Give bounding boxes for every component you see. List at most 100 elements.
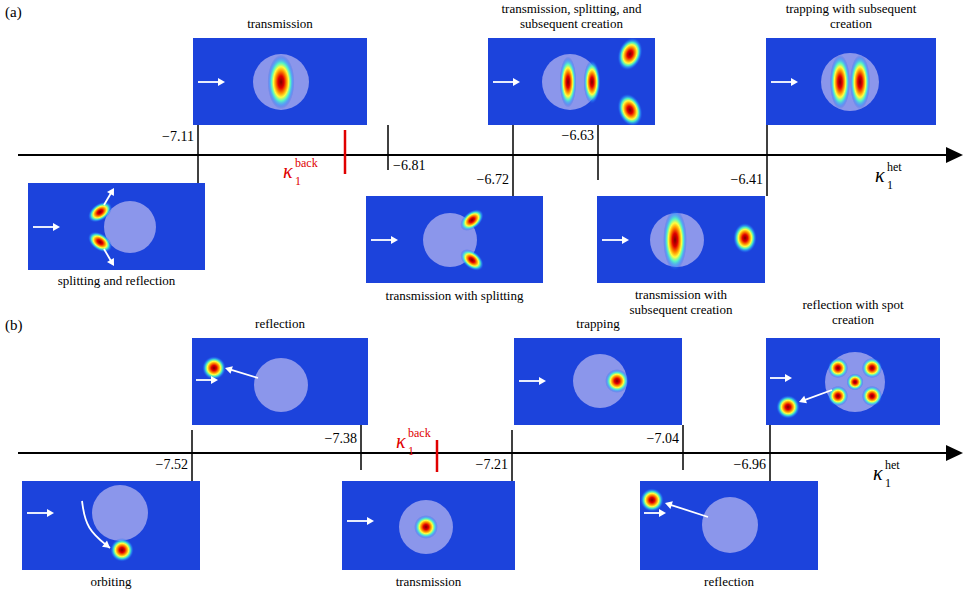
spot — [202, 356, 226, 380]
motion-arrows — [198, 78, 225, 86]
axis-line — [18, 154, 950, 156]
simulation-snapshot: trapping — [514, 317, 682, 425]
heterogeneity-disk — [702, 497, 758, 553]
spot — [613, 90, 647, 125]
snapshot-image — [192, 338, 368, 425]
spot — [850, 55, 870, 109]
snapshot-image — [766, 338, 940, 425]
simulation-background — [766, 38, 936, 125]
simulation-snapshot: transmission — [342, 481, 515, 590]
simulation-snapshot: transmission with splitting — [366, 196, 543, 304]
tick-value: −6.72 — [477, 172, 509, 187]
kappa-superscript: het — [887, 161, 902, 174]
spot — [110, 538, 134, 562]
simulation-background — [766, 338, 940, 425]
snapshot-caption: trapping with subsequent creation — [785, 2, 917, 32]
tick-value: −6.41 — [731, 172, 763, 187]
arrowhead — [799, 396, 807, 404]
kappa-subscript: 1 — [887, 179, 893, 192]
motion-arrows — [519, 377, 546, 385]
arrow-shaft — [770, 377, 787, 379]
kappa-superscript: back — [408, 427, 431, 440]
tick — [512, 125, 514, 196]
arrowhead — [102, 541, 110, 548]
simulation-background — [597, 196, 765, 283]
snapshot-image — [366, 196, 543, 283]
spot — [862, 358, 882, 378]
heterogeneity-disk — [92, 485, 148, 541]
arrow-shaft — [771, 81, 793, 83]
arrowhead — [47, 509, 54, 517]
ticks-a — [198, 125, 767, 196]
spot — [847, 374, 864, 391]
kappa-symbol: κ — [873, 462, 883, 484]
arrow-shaft — [104, 249, 111, 262]
simulation-background — [640, 481, 818, 570]
tick — [191, 430, 193, 481]
arrowhead — [107, 188, 114, 196]
arrowhead — [225, 366, 233, 374]
arrow-shaft — [493, 81, 515, 83]
spot — [830, 55, 850, 109]
spot — [613, 38, 647, 74]
snapshot-caption: transmission, splitting, and subsequent … — [493, 2, 651, 32]
axis-a — [18, 154, 950, 156]
arrow-shaft — [27, 512, 49, 514]
motion-arrows — [771, 78, 798, 86]
spot — [560, 57, 577, 108]
snapshot-image — [342, 481, 515, 570]
spot — [605, 369, 629, 393]
arrow-shaft — [519, 380, 541, 382]
snapshot-image — [514, 338, 682, 425]
simulation-background — [192, 338, 368, 425]
snapshot-caption: transmission with splitting — [370, 289, 540, 304]
arrow-shaft — [371, 239, 393, 241]
kappa-subscript: 1 — [408, 445, 414, 458]
arrow-shaft — [347, 520, 369, 522]
simulation-snapshot: reflection — [640, 481, 818, 590]
arrowhead — [107, 258, 114, 266]
simulation-snapshot: trapping with subsequent creation — [766, 2, 936, 125]
motion-arrows — [644, 501, 708, 517]
arrowhead — [53, 223, 60, 231]
snapshot-image — [488, 38, 655, 125]
spot — [456, 205, 488, 236]
motion-arrows — [371, 236, 398, 244]
spot — [640, 488, 664, 512]
spot — [267, 55, 294, 109]
spot — [414, 515, 438, 539]
simulation-snapshot: transmission with subsequent creation — [597, 196, 765, 318]
tick — [597, 125, 599, 180]
spot — [456, 245, 488, 276]
arrowhead — [659, 509, 666, 517]
motion-arrows — [196, 366, 258, 384]
snapshot-image — [28, 183, 205, 270]
spot — [584, 60, 601, 104]
motion-arrows — [347, 517, 374, 525]
tick-value: −6.81 — [393, 158, 425, 173]
tick — [682, 425, 684, 470]
red-tick — [344, 130, 347, 174]
arrowhead — [622, 236, 629, 244]
arrowhead — [665, 501, 673, 509]
simulation-snapshot: reflection — [192, 317, 368, 425]
arrowhead — [791, 78, 798, 86]
simulation-snapshot: reflection with spot creation — [766, 298, 940, 425]
arrowhead — [785, 374, 792, 382]
simulation-background — [366, 196, 543, 283]
tick — [766, 125, 768, 196]
tick — [769, 425, 771, 481]
simulation-background — [22, 481, 200, 570]
tick-value: −7.21 — [476, 457, 508, 472]
spot — [733, 223, 757, 254]
arrow-shaft — [644, 512, 661, 514]
heterogeneity-disk — [821, 53, 879, 111]
simulation-snapshot: splitting and reflection — [28, 183, 205, 289]
arrow-shaft — [804, 390, 832, 400]
spot — [663, 209, 687, 270]
kappa-symbol: κ — [875, 164, 885, 186]
tick — [197, 125, 199, 183]
snapshot-image — [766, 38, 936, 125]
tick-value: −6.96 — [734, 457, 766, 472]
